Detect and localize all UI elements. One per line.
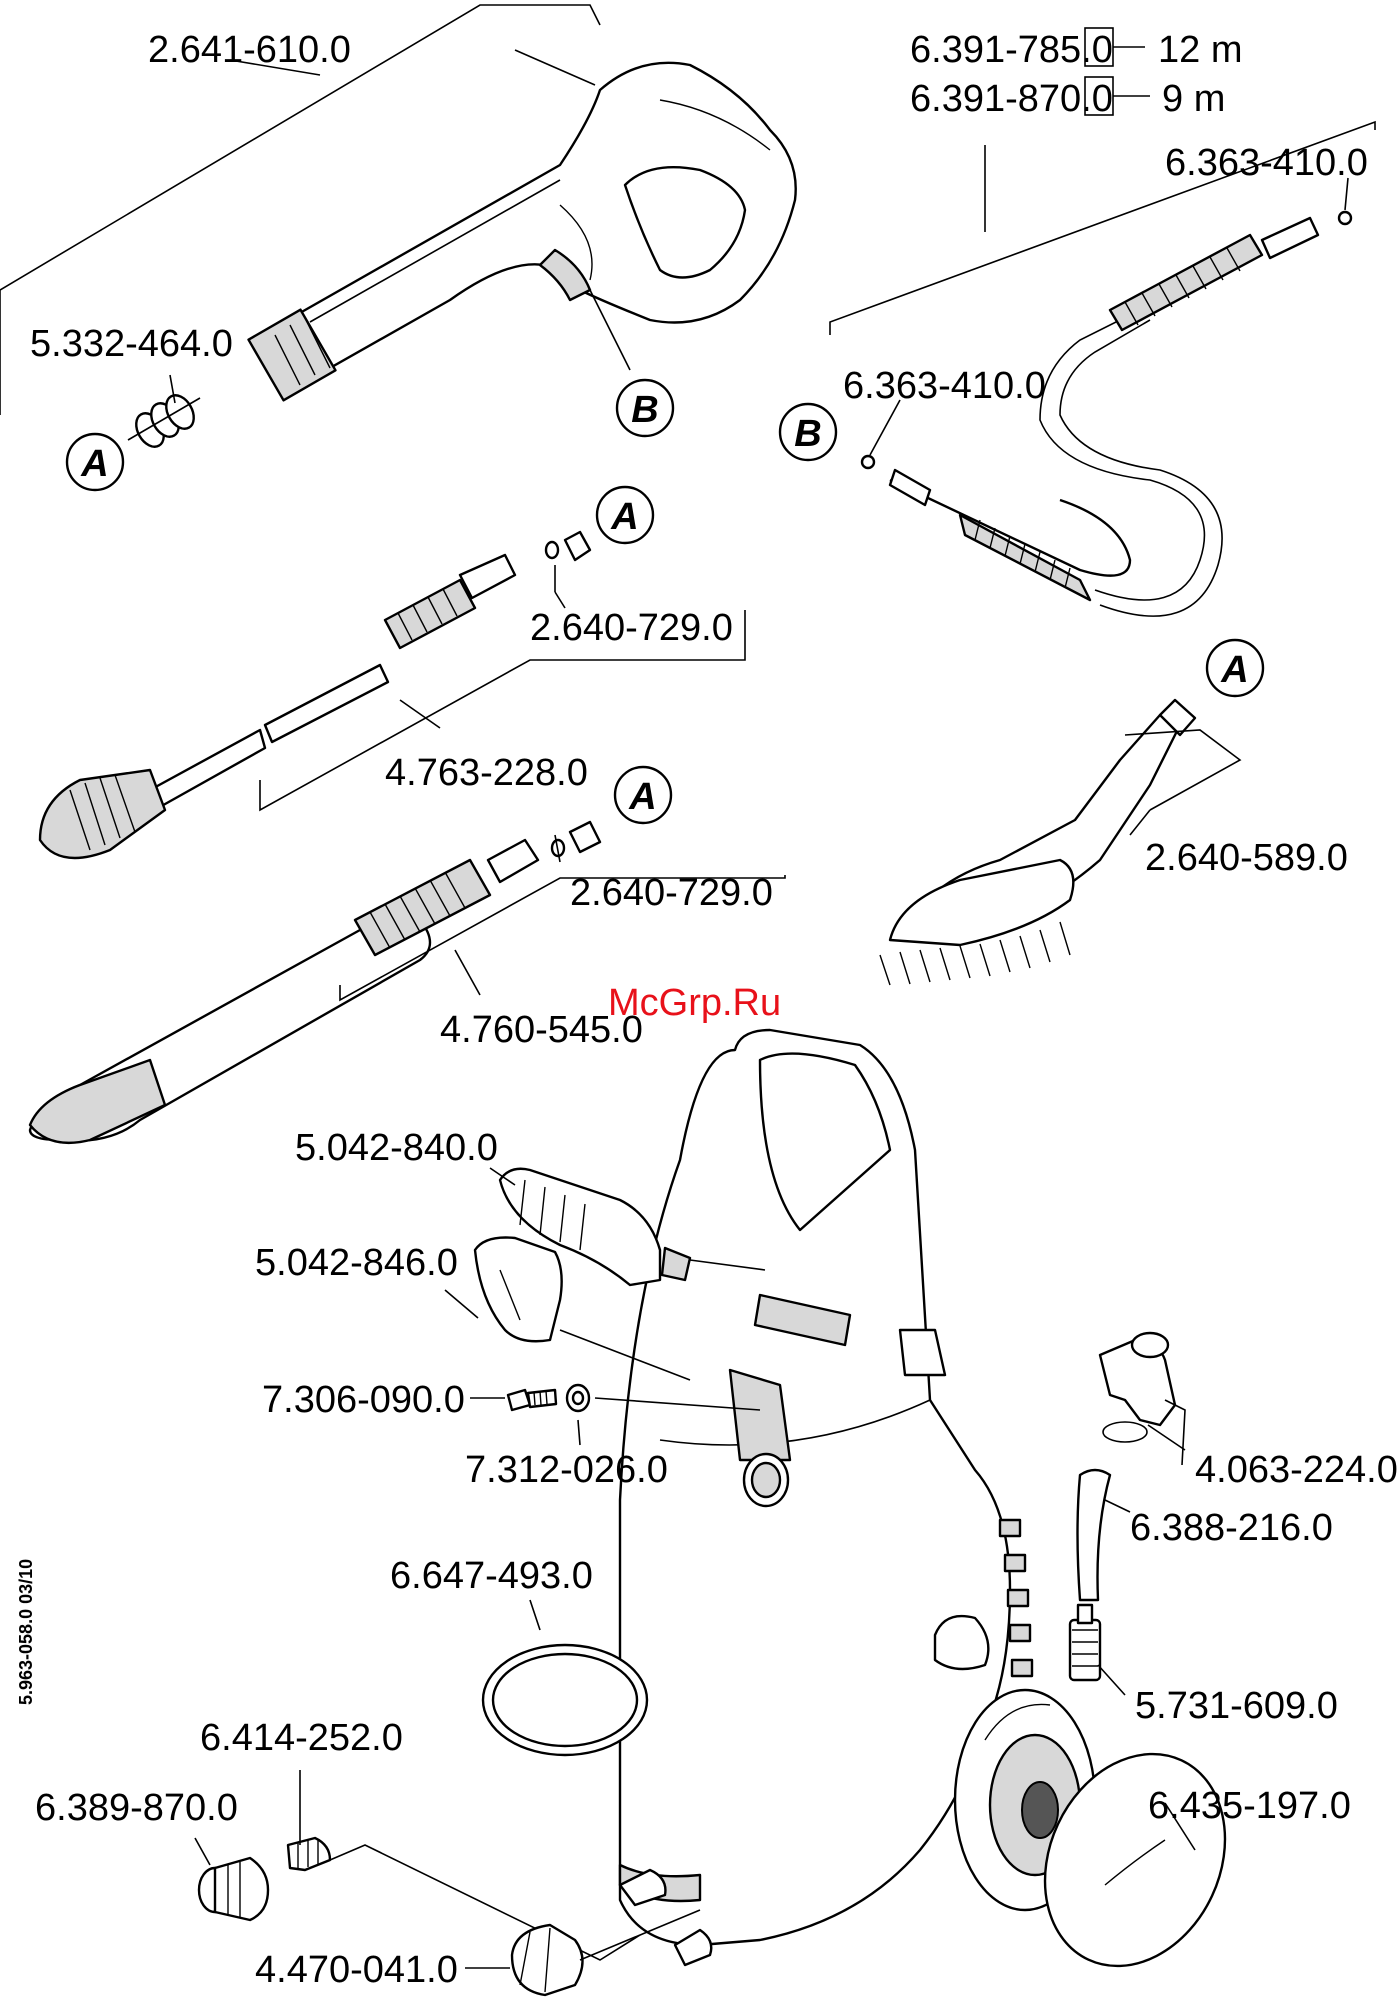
- detergent-cap: [1098, 1331, 1177, 1443]
- callout-a-brush: A: [1205, 638, 1265, 698]
- callout-b-hose: B: [778, 402, 838, 462]
- label-hose-9-length: 9 m: [1162, 78, 1225, 120]
- dirt-blaster-lance: [38, 530, 592, 860]
- label-holder-small: 5.042-846.0: [255, 1242, 458, 1284]
- label-wheel-cap: 6.435-197.0: [1148, 1785, 1351, 1827]
- label-nozzle-connector-2: 2.640-729.0: [570, 872, 773, 914]
- washer: [565, 1383, 591, 1413]
- callout-a-lance: A: [613, 765, 673, 825]
- filter: [1068, 1603, 1102, 1682]
- label-hose-9: 6.391-870.0: [910, 78, 1113, 120]
- label-washer: 7.312-026.0: [465, 1449, 668, 1491]
- label-oring-mid: 6.363-410.0: [843, 365, 1046, 407]
- label-coupling: 6.389-870.0: [35, 1787, 238, 1829]
- wheel-cap: [1043, 1752, 1227, 1968]
- label-hose-ring: 6.647-493.0: [390, 1555, 593, 1597]
- nipple: [286, 1836, 332, 1872]
- label-nipple: 6.414-252.0: [200, 1717, 403, 1759]
- label-water-inlet: 4.470-041.0: [255, 1949, 458, 1991]
- seal-rings: [135, 394, 195, 448]
- wash-brush: [879, 698, 1197, 986]
- coupling: [197, 1856, 270, 1922]
- pressure-washer-body: [618, 1028, 1097, 1947]
- label-suction-hose: 6.388-216.0: [1130, 1507, 1333, 1549]
- accessory-holder-large: [498, 1167, 692, 1287]
- svg-text:A: A: [628, 776, 656, 818]
- high-pressure-hose: [888, 216, 1320, 617]
- label-oring-top: 6.363-410.0: [1165, 142, 1368, 184]
- accessory-holder-small: [473, 1236, 563, 1343]
- water-inlet: [510, 1923, 584, 1997]
- trigger-gun: [247, 61, 797, 402]
- callout-b-gun: B: [615, 378, 675, 438]
- label-gun-seal: 5.332-464.0: [30, 323, 233, 365]
- screw: [506, 1388, 558, 1412]
- label-dirt-blaster: 4.763-228.0: [385, 752, 588, 794]
- label-nozzle-connector-1: 2.640-729.0: [530, 607, 733, 649]
- vario-power-lance: [28, 820, 602, 1144]
- hose-ring: [481, 1643, 649, 1757]
- side-code: 5.963-058.0 03/10: [16, 1559, 36, 1705]
- svg-text:A: A: [80, 443, 108, 485]
- watermark: McGrp.Ru: [608, 982, 781, 1024]
- svg-text:B: B: [794, 413, 821, 455]
- callout-a-gun: A: [65, 432, 125, 492]
- label-screw: 7.306-090.0: [262, 1379, 465, 1421]
- label-hose-12: 6.391-785.0: [910, 29, 1113, 71]
- svg-text:A: A: [1220, 649, 1248, 691]
- label-wash-brush: 2.640-589.0: [1145, 837, 1348, 879]
- label-filter: 5.731-609.0: [1135, 1685, 1338, 1727]
- label-vario-lance: 4.760-545.0: [440, 1009, 643, 1051]
- label-hose-12-length: 12 m: [1158, 29, 1242, 71]
- suction-hose: [1076, 1468, 1112, 1602]
- svg-text:B: B: [631, 389, 658, 431]
- label-gun: 2.641-610.0: [148, 29, 351, 71]
- label-holder-large: 5.042-840.0: [295, 1127, 498, 1169]
- svg-text:A: A: [610, 496, 638, 538]
- callout-a-blaster: A: [595, 485, 655, 545]
- label-detergent-cap: 4.063-224.0: [1195, 1449, 1398, 1491]
